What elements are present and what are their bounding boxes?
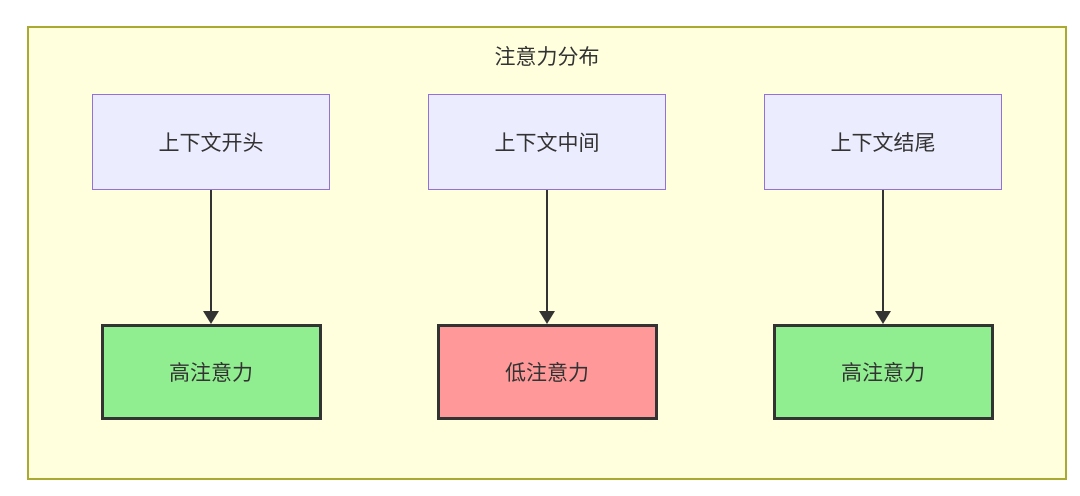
column-context-end: 上下文结尾 高注意力 bbox=[764, 94, 1002, 420]
column-context-middle: 上下文中间 低注意力 bbox=[428, 94, 666, 420]
arrow-head-icon bbox=[203, 311, 219, 324]
arrow-line bbox=[546, 190, 548, 316]
column-context-beginning: 上下文开头 高注意力 bbox=[92, 94, 330, 420]
diagram-title: 注意力分布 bbox=[494, 46, 600, 69]
diagram-container: 注意力分布 上下文开头 高注意力 上下文中间 低注意力 上下文结尾 高注 bbox=[27, 26, 1067, 480]
node-high-attention-left: 高注意力 bbox=[100, 324, 322, 420]
arrow-head-icon bbox=[539, 311, 555, 324]
node-context-end: 上下文结尾 bbox=[764, 94, 1002, 190]
node-context-beginning: 上下文开头 bbox=[92, 94, 330, 190]
diagram-columns-row: 上下文开头 高注意力 上下文中间 低注意力 上下文结尾 高注意力 bbox=[29, 94, 1065, 420]
arrow-line bbox=[210, 190, 212, 316]
arrow-down-icon bbox=[539, 190, 555, 324]
arrow-down-icon bbox=[875, 190, 891, 324]
node-high-attention-right: 高注意力 bbox=[772, 324, 994, 420]
node-context-middle: 上下文中间 bbox=[428, 94, 666, 190]
arrow-head-icon bbox=[875, 311, 891, 324]
node-low-attention-middle: 低注意力 bbox=[436, 324, 658, 420]
arrow-line bbox=[882, 190, 884, 316]
arrow-down-icon bbox=[203, 190, 219, 324]
